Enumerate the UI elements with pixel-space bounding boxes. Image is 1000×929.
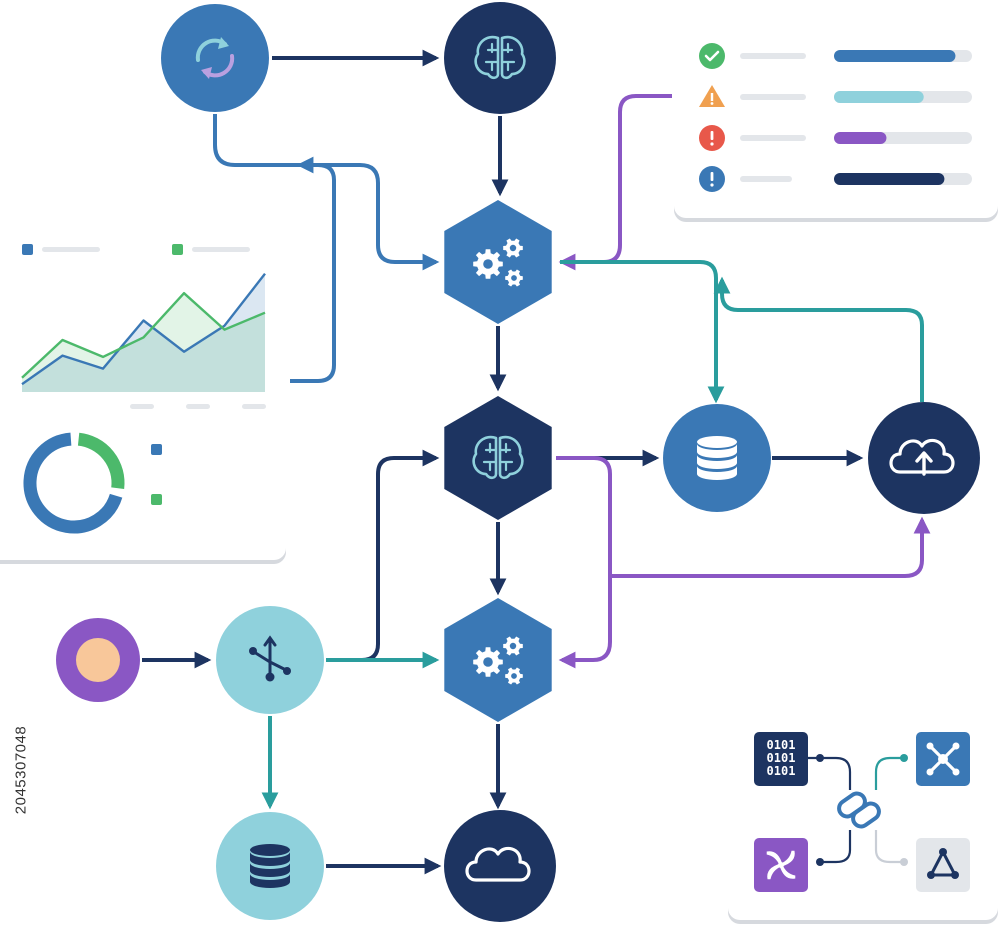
status-label-bar [740, 176, 792, 182]
chart-tick-1 [130, 404, 154, 409]
edge-sync-to-gears-1 [213, 114, 440, 271]
sync-icon [195, 37, 235, 79]
chart-tick-2 [186, 404, 210, 409]
status-panel [674, 22, 998, 222]
status-row-3 [699, 125, 972, 151]
branch-icon [249, 635, 291, 682]
cloud-icon [465, 846, 531, 882]
gears-icon [473, 636, 523, 685]
nodes [56, 2, 980, 922]
source-node [56, 618, 140, 702]
chart-line-series-2 [21, 292, 266, 379]
database-icon [697, 436, 737, 480]
status-label-bar [740, 135, 806, 141]
link-icon [837, 791, 881, 829]
chart-line-series-1 [21, 272, 266, 386]
status-label-bar [740, 94, 806, 100]
integration-connectors [808, 754, 908, 866]
donut-legend-swatch-1 [151, 444, 162, 455]
legend-label-bar-1 [42, 247, 100, 252]
analytics-panel [0, 224, 286, 564]
binary-row-3: 0101 [767, 764, 796, 778]
cloud-upload-icon [889, 438, 955, 476]
legend-label-bar-2 [192, 247, 250, 252]
cloud-node-bottom [444, 810, 556, 922]
pinwheel-icon [754, 838, 808, 892]
branch-node [216, 606, 324, 714]
database-icon [250, 844, 290, 888]
warning-icon [699, 85, 725, 107]
status-label-bar [740, 53, 806, 59]
binary-row-1: 0101 [767, 738, 796, 752]
brain-icon [472, 435, 524, 480]
status-row-2 [699, 85, 972, 107]
gears-hexagon-1 [444, 200, 552, 324]
legend-swatch-2 [172, 244, 183, 255]
donut-legend-swatch-2 [151, 494, 162, 505]
dot-icon [76, 638, 120, 682]
status-row-4 [699, 166, 972, 192]
database-node-right [663, 404, 771, 512]
edge-branch-to-brain-hex [326, 449, 440, 662]
stock-id-text: 2045307048 [12, 725, 30, 815]
info-icon [699, 166, 725, 192]
edge-cloud-upload-to-gears-1 [713, 276, 924, 402]
triangle-network-icon [916, 838, 970, 892]
progress-fill [834, 173, 945, 185]
chart-tick-3 [242, 404, 266, 409]
donut-segment-1 [77, 432, 125, 489]
binary-row-2: 0101 [767, 751, 796, 765]
progress-fill [834, 91, 924, 103]
gears-icon [473, 238, 523, 287]
database-node-bottom [216, 812, 324, 920]
connector-lines [142, 49, 931, 875]
cloud-upload-node [868, 402, 980, 514]
chart-area-2 [22, 293, 265, 392]
network-hub-icon [916, 732, 970, 786]
edge-brain-hex-to-gears-2 [556, 456, 612, 669]
edge-line-chart-to-gears-1 [290, 156, 336, 383]
edge-status-panel-to-gears-1 [558, 94, 672, 271]
brain-hexagon [444, 396, 552, 520]
brain-icon [474, 35, 526, 80]
progress-fill [834, 132, 887, 144]
error-icon [699, 125, 725, 151]
progress-fill [834, 50, 956, 62]
edge-gears-1-to-database-right [560, 260, 725, 404]
area-chart [21, 272, 266, 392]
sync-node [161, 4, 269, 112]
brain-node-top [444, 2, 556, 114]
stock-id-label: 2045307048 [6, 680, 36, 860]
edge-brain-hex-to-cloud-upload [610, 516, 931, 578]
check-icon [699, 43, 725, 69]
legend-swatch-1 [22, 244, 33, 255]
donut-segment-2 [23, 432, 123, 534]
gears-hexagon-2 [444, 598, 552, 722]
status-row-1 [699, 43, 972, 69]
